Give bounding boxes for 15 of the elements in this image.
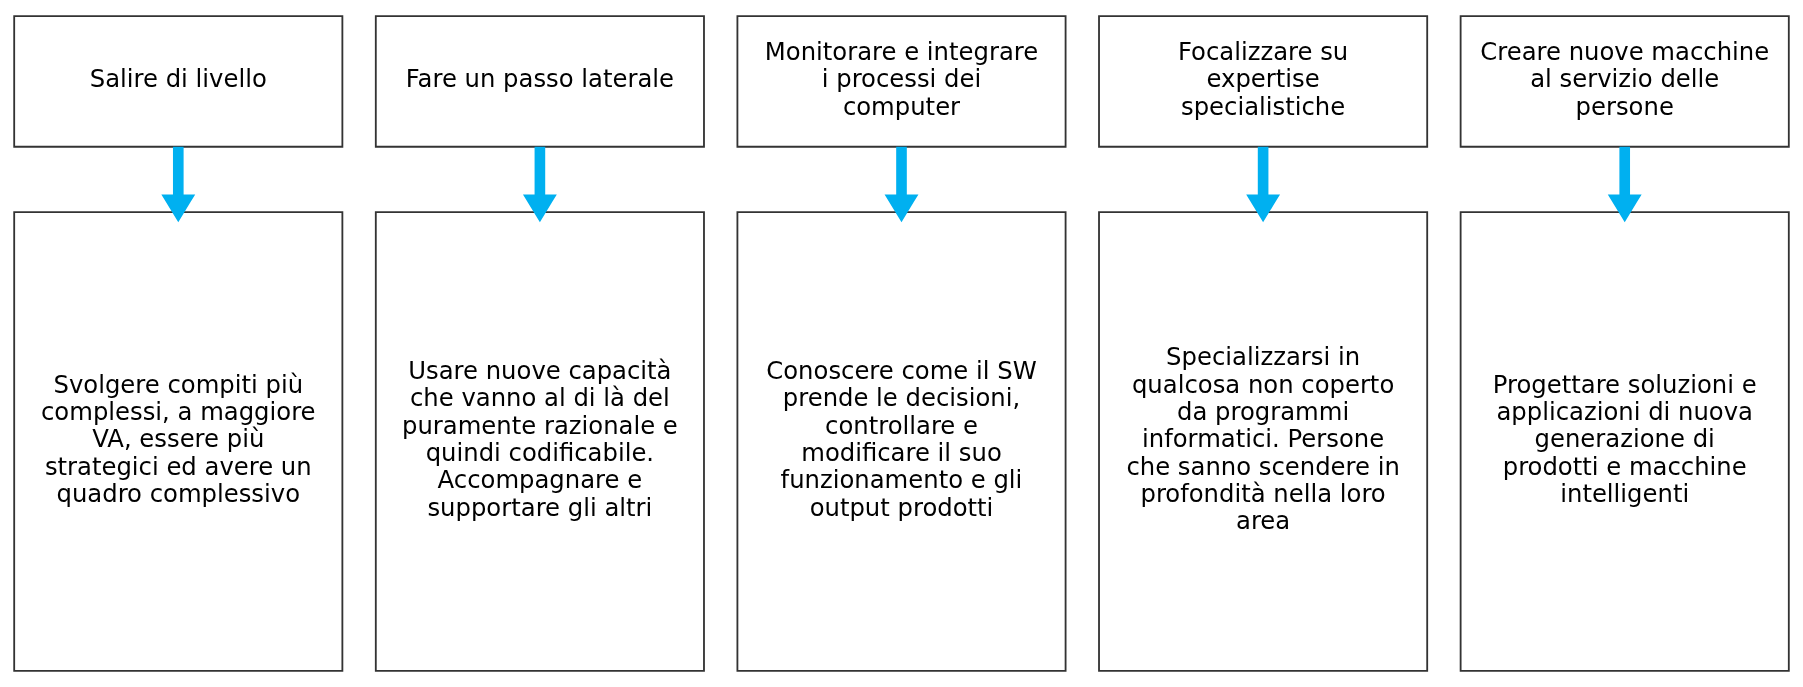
node-box: Specializzarsi in qualcosa non coperto da programmi informatici. Persone che sanno scendere in profondità nella loro area — [1098, 211, 1429, 672]
node-box: Monitorare e integrare i processi dei computer — [736, 15, 1067, 148]
node-box: Fare un passo laterale — [374, 15, 705, 148]
node-box: Usare nuove capacità che vanno al di là del puramente razionale e quindi codificabile. Accompagnare e supportare gli altri — [374, 211, 705, 672]
node-box: Progettare soluzioni e applicazioni di nuova generazione di prodotti e macchine intelligenti — [1459, 211, 1790, 672]
node-box: Conoscere come il SW prende le decisioni, controllare e modificare il suo funzionamento e gli output prodotti — [736, 211, 1067, 672]
node-box: Creare nuove macchine al servizio delle persone — [1459, 15, 1790, 148]
arrow — [522, 146, 557, 223]
node-box: Svolgere compiti più complessi, a maggiore VA, essere più strategici ed avere un quadro complessivo — [13, 211, 344, 672]
arrow — [161, 146, 196, 223]
node-box: Salire di livello — [13, 15, 344, 148]
arrow — [884, 146, 919, 223]
arrow — [1607, 146, 1642, 223]
node-box: Focalizzare su expertise specialistiche — [1098, 15, 1429, 148]
arrow — [1246, 146, 1281, 223]
